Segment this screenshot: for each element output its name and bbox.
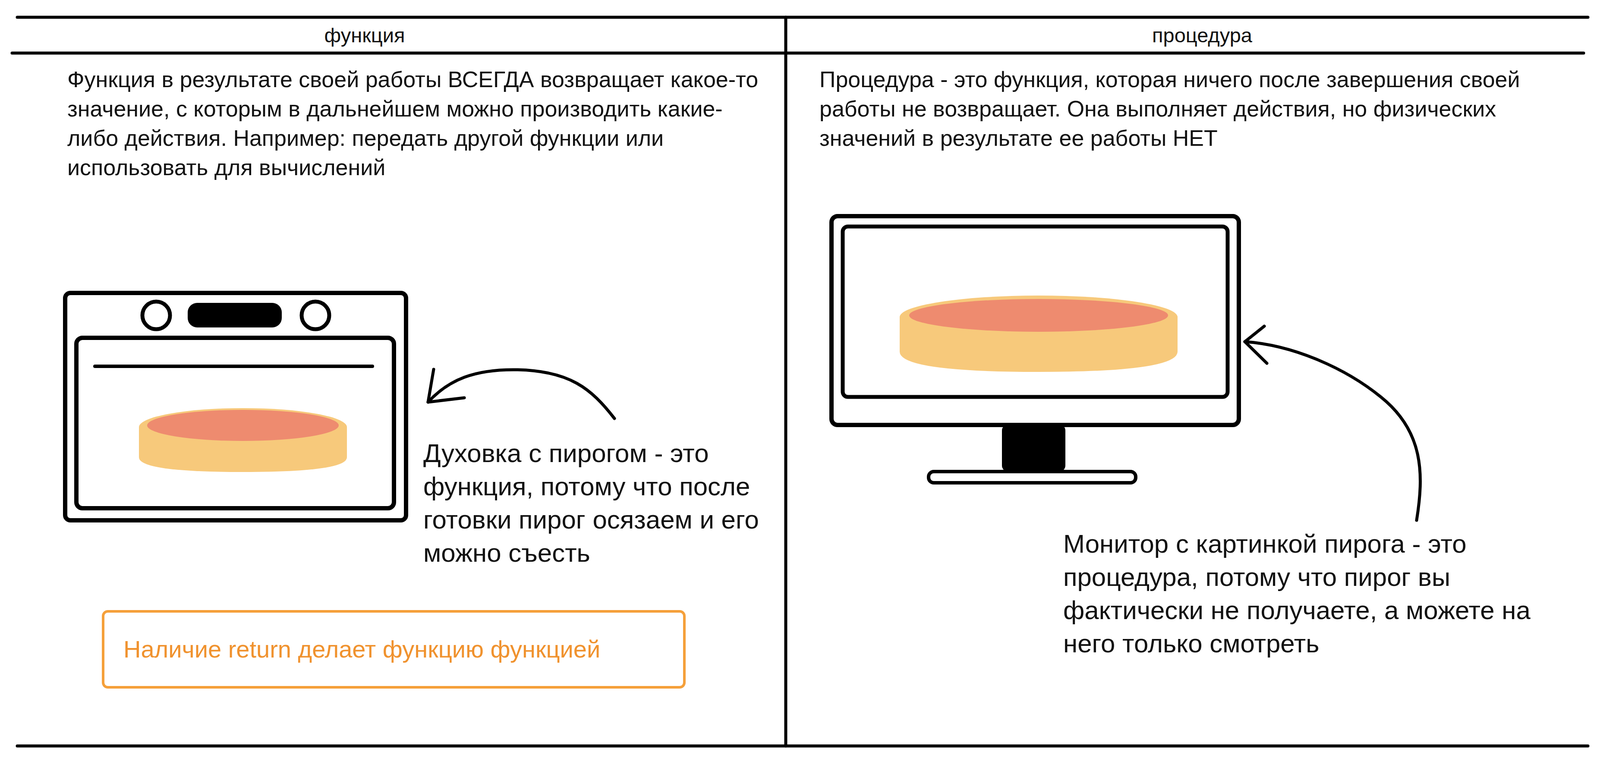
pie-crust-rim (899, 295, 1178, 339)
table-column-divider (784, 17, 788, 747)
arrow-head (428, 369, 465, 403)
definition-text: Процедура - это функция, которая ничего … (819, 64, 1586, 153)
oven-knob (142, 301, 171, 330)
table-lines (12, 17, 1588, 747)
table-top-rule (17, 15, 1588, 19)
oven-knob (301, 301, 330, 330)
table-header-rule (12, 51, 1584, 55)
pie-filling (147, 409, 339, 441)
monitor-body (831, 216, 1239, 426)
note-text: Наличие return делает функцию функцией (123, 635, 601, 664)
pie-filling (909, 299, 1169, 332)
column-header: процедура (1072, 23, 1332, 48)
monitor-illustration (831, 216, 1239, 483)
arrow-head (1244, 326, 1267, 364)
monitor-stand (1001, 424, 1066, 472)
note-box: Наличие return делает функцию функцией (101, 610, 686, 689)
column-header: функция (235, 23, 495, 48)
pie-crust-rim (138, 408, 347, 447)
illustration-caption: Монитор с картинкой пирога - это процеду… (1063, 527, 1586, 661)
table-bottom-rule (17, 744, 1588, 748)
oven-body (65, 292, 407, 521)
oven-display (187, 302, 282, 328)
illustration-caption: Духовка с пирогом - это функция, потому … (423, 436, 781, 570)
monitor-screen (842, 226, 1228, 397)
monitor-base (928, 471, 1136, 483)
leader-arrow (1244, 341, 1421, 521)
oven-door (76, 337, 394, 509)
leader-arrow (428, 369, 615, 419)
oven-illustration (65, 292, 407, 521)
definition-text: Функция в результате своей работы ВСЕГДА… (67, 64, 767, 183)
oven-handle (94, 364, 373, 369)
